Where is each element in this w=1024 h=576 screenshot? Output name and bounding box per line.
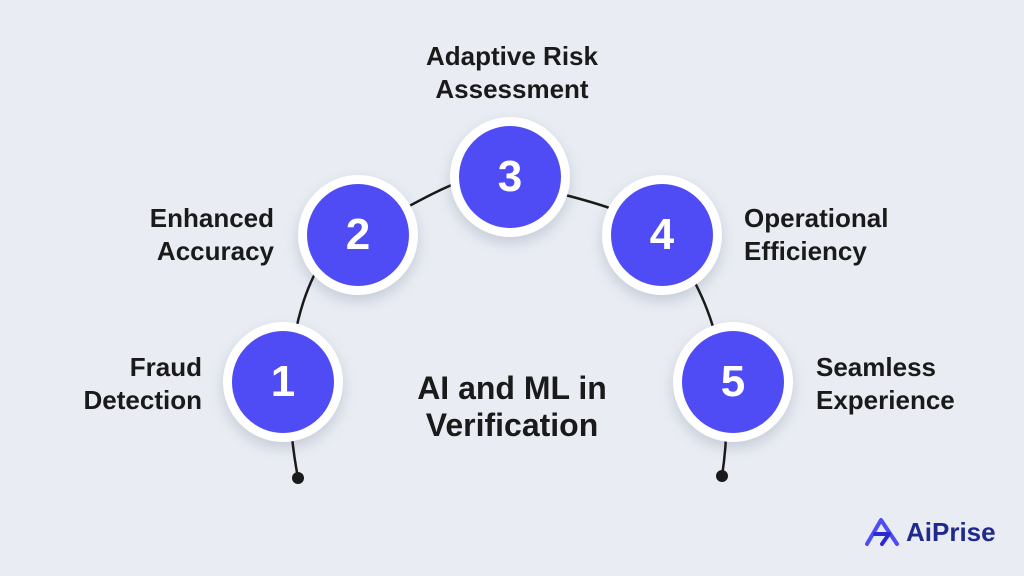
center-title: AI and ML in Verification: [417, 370, 607, 443]
step-1-label: Fraud Detection: [83, 352, 202, 415]
step-1-number: 1: [232, 331, 334, 433]
step-4-circle: 4: [602, 175, 722, 295]
step-5-circle: 5: [673, 322, 793, 442]
aiprise-logo-icon: [865, 518, 899, 546]
step-3-number: 3: [459, 126, 561, 228]
step-5-label: Seamless Experience: [816, 352, 955, 415]
step-3-label: Adaptive Risk Assessment: [426, 41, 598, 104]
step-2-circle: 2: [298, 175, 418, 295]
arc-end-dot: [716, 470, 728, 482]
step-5-number: 5: [682, 331, 784, 433]
step-3-circle: 3: [450, 117, 570, 237]
step-4-number: 4: [611, 184, 713, 286]
step-1-circle: 1: [223, 322, 343, 442]
brand-logo: AiPrise: [864, 516, 996, 548]
step-2-label: Enhanced Accuracy: [149, 203, 274, 266]
step-2-number: 2: [307, 184, 409, 286]
arc-start-dot: [292, 472, 304, 484]
brand-name: AiPrise: [906, 516, 996, 547]
step-4-label: Operational Efficiency: [744, 203, 889, 266]
